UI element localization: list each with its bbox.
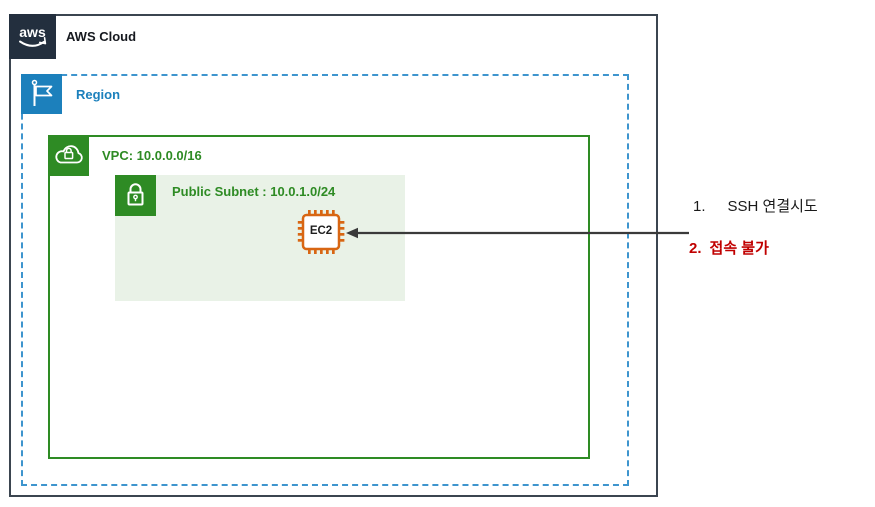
ssh-arrow	[346, 227, 689, 239]
region-flag-icon	[21, 74, 62, 114]
annotation-number: 1.	[693, 198, 706, 215]
public-subnet-lock-icon	[115, 175, 156, 216]
vpc-icon	[48, 135, 89, 176]
annotation-text: SSH 연결시도	[727, 198, 818, 215]
ec2-label: EC2	[309, 225, 333, 237]
annotation-access-denied: 2. 접속 불가	[689, 237, 769, 258]
annotation-number: 2.	[689, 240, 702, 257]
annotation-ssh-attempt: 1. SSH 연결시도	[693, 195, 818, 216]
region-label: Region	[76, 87, 121, 102]
aws-cloud-label: AWS Cloud	[66, 29, 137, 44]
vpc-box	[48, 135, 590, 459]
region-box	[21, 74, 629, 486]
annotation-text: 접속 불가	[709, 240, 769, 257]
public-subnet-box	[115, 175, 405, 301]
public-subnet-label: Public Subnet : 10.0.1.0/24	[172, 184, 336, 199]
ec2-instance-icon	[297, 210, 345, 254]
vpc-label: VPC: 10.0.0.0/16	[102, 148, 202, 163]
aws-logo-text: aws	[19, 24, 46, 40]
aws-cloud-icon: aws	[9, 14, 56, 59]
